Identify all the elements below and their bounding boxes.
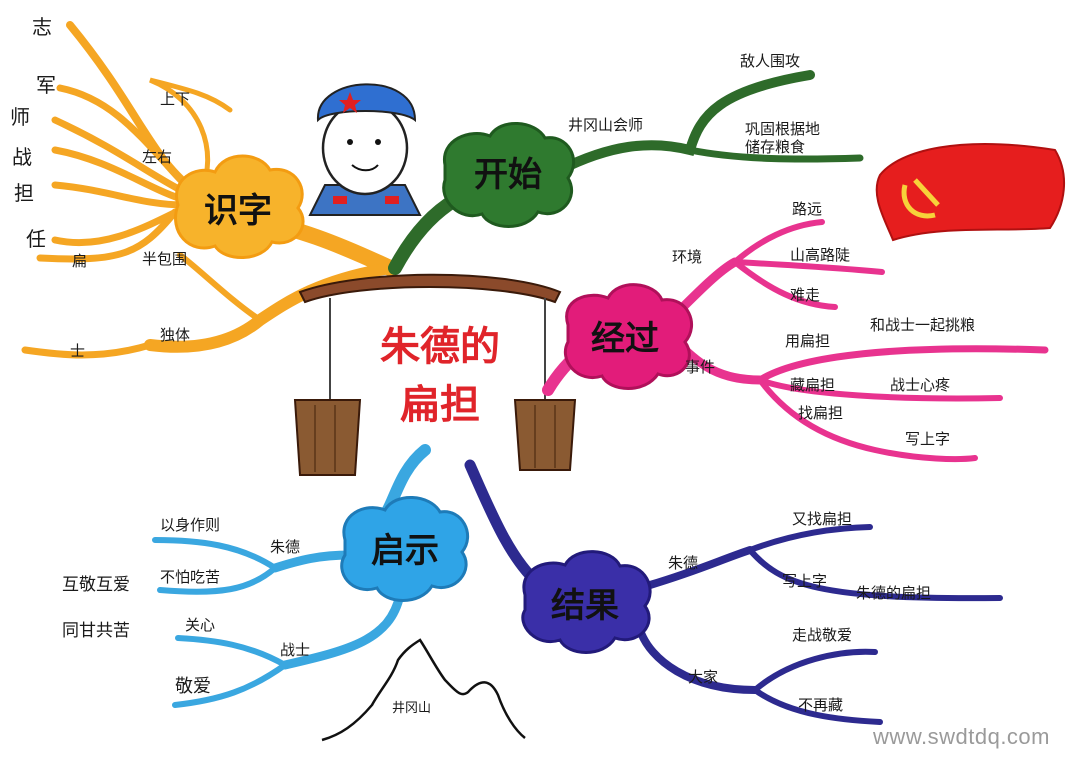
char-dan: 担 <box>14 181 34 205</box>
char-zhan: 战 <box>12 145 32 169</box>
leaf-zhanshi-xinteng: 战士心疼 <box>890 376 950 394</box>
party-flag-icon <box>875 143 1066 242</box>
hub-jieguo: 结果 <box>521 550 652 654</box>
leaf-duti: 独体 <box>160 326 190 344</box>
leaf-gonggu-genjudi: 巩固根据地 <box>745 120 820 138</box>
char-shi: 师 <box>10 105 30 129</box>
jingguo-leaves: 环境 路远 山高路陡 难走 事件 用扁担 和战士一起挑粮 藏扁担 战士心疼 找扁… <box>672 200 975 448</box>
leaf-you-zhao-biandan: 又找扁担 <box>792 510 852 528</box>
carrying-pole-icon <box>293 273 577 476</box>
leaf-shijian: 事件 <box>685 358 715 376</box>
hub-shizi: 识字 <box>174 154 305 259</box>
leaf-shi: 士 <box>70 342 85 360</box>
leaf-banbaowei: 半包围 <box>142 250 187 268</box>
leaf-shangxia: 上下 <box>160 90 190 108</box>
soldier-icon <box>308 83 422 216</box>
branch-qishi <box>152 444 431 708</box>
hub-label-jingguo: 经过 <box>591 319 659 359</box>
leaf-yishen-zuoze: 以身作则 <box>160 516 220 534</box>
kaishi-leaves: 井冈山会师 敌人围攻 巩固根据地 储存粮食 <box>568 52 820 156</box>
leaf-zhude-jieguo: 朱德 <box>668 554 698 572</box>
leaf-dajia: 大家 <box>688 668 718 686</box>
leaf-luyuan: 路远 <box>792 200 822 218</box>
char-zhi: 志 <box>32 15 52 39</box>
leaf-zhude-qishi: 朱德 <box>270 538 300 556</box>
hub-jingguo: 经过 <box>563 283 693 390</box>
leaf-huanjing: 环境 <box>672 248 702 266</box>
leaf-jinggangshan-huishi: 井冈山会师 <box>568 116 643 134</box>
char-jun: 军 <box>36 73 56 97</box>
hub-label-kaishi: 开始 <box>474 155 542 195</box>
mountain-label: 井冈山 <box>392 701 431 716</box>
hub-qishi: 启示 <box>340 496 469 602</box>
branch-jieguo <box>464 459 1003 725</box>
leaf-shangao-ludou: 山高路陡 <box>790 246 850 264</box>
leaf-zouzhan-jingai: 走战敬爱 <box>792 626 852 644</box>
leaf-hujing-huai: 互敬互爱 <box>62 575 130 595</box>
leaf-yong-biandan: 用扁担 <box>785 332 830 350</box>
leaf-zhanshi-qishi: 战士 <box>280 641 310 659</box>
title-line-1: 朱德的 <box>380 324 500 370</box>
shizi-chars: 志 军 师 战 担 任 上下 左右 扁 半包围 士 独体 <box>10 15 190 360</box>
leaf-bupa-chiku: 不怕吃苦 <box>160 568 220 586</box>
hub-label-shizi: 识字 <box>204 191 272 231</box>
leaf-tiaoliang: 和战士一起挑粮 <box>870 316 975 334</box>
leaf-guanxin: 关心 <box>185 616 215 634</box>
leaf-cang-biandan: 藏扁担 <box>790 376 835 394</box>
leaf-chucun-liangshi: 储存粮食 <box>745 138 805 156</box>
title-line-2: 扁担 <box>400 382 480 428</box>
jieguo-leaves: 朱德 又找扁担 写上字 朱德的扁担 大家 走战敬爱 不再藏 <box>668 510 931 714</box>
leaf-diren-weigong: 敌人围攻 <box>740 52 800 70</box>
leaf-zhude-de-biandan: 朱德的扁担 <box>856 584 931 602</box>
leaf-zuoyou: 左右 <box>142 148 172 166</box>
qishi-leaves: 以身作则 朱德 不怕吃苦 互敬互爱 同甘共苦 关心 战士 敬爱 <box>62 516 310 697</box>
leaf-zhao-biandan: 找扁担 <box>798 404 843 422</box>
leaf-tonggan-gongku: 同甘共苦 <box>62 621 130 641</box>
leaf-buzai-cang: 不再藏 <box>798 696 843 714</box>
hub-label-jieguo: 结果 <box>551 586 619 626</box>
leaf-xie-shangzi: 写上字 <box>905 430 950 448</box>
leaf-jingai: 敬爱 <box>175 676 211 697</box>
branch-kaishi <box>388 70 864 275</box>
central-title: 朱德的 扁担 <box>380 324 500 428</box>
watermark: www.swdtdq.com <box>873 724 1050 749</box>
leaf-xie-shangzi-jieguo: 写上字 <box>782 572 827 590</box>
leaf-nanzou: 难走 <box>790 286 820 304</box>
mountain-icon: 井冈山 <box>321 638 526 742</box>
leaf-bian: 扁 <box>72 252 87 270</box>
char-ren: 任 <box>26 227 46 251</box>
hub-label-qishi: 启示 <box>371 531 439 571</box>
hub-kaishi: 开始 <box>442 122 575 228</box>
